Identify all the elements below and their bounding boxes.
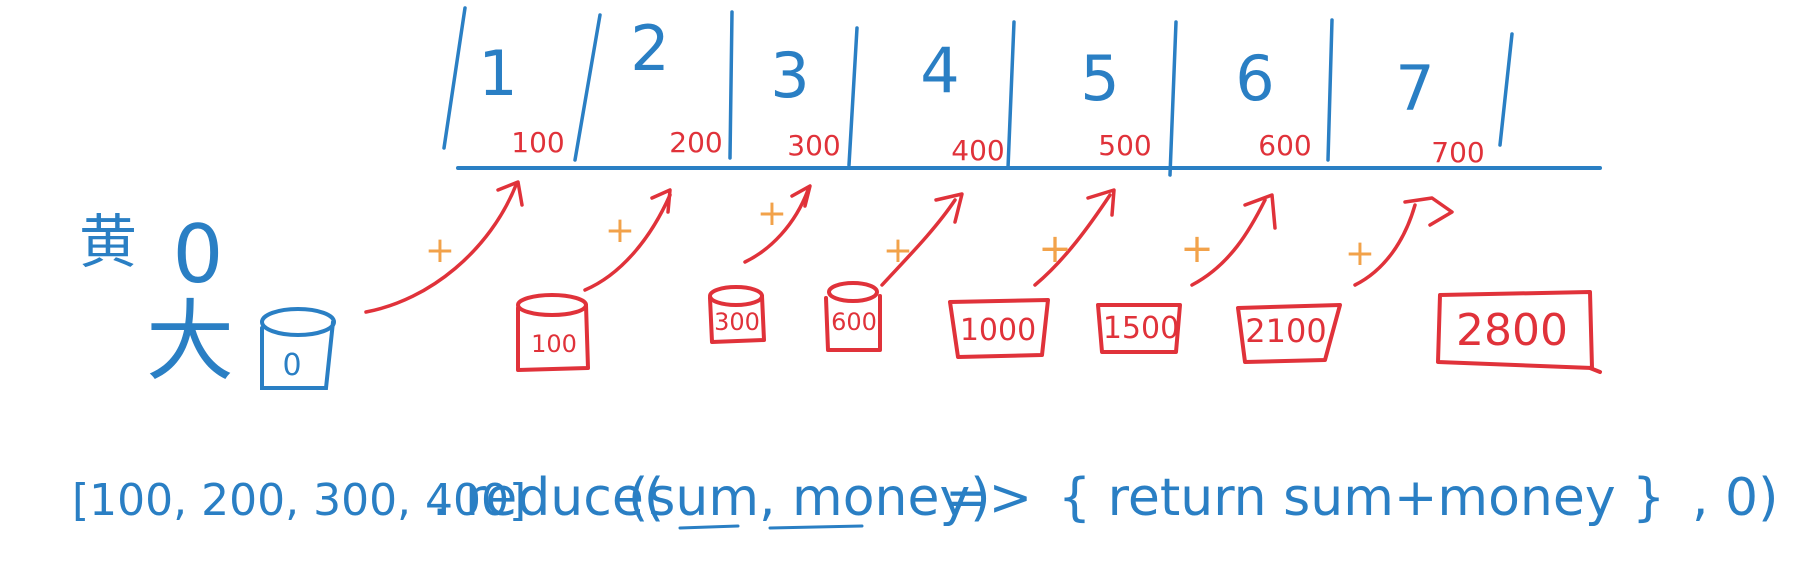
plus-sign: + [883,230,913,271]
accumulate-arrow [1353,203,1417,287]
accumulation-arrows [364,180,1454,314]
arrowhead [650,188,672,214]
timeline-divider [847,26,859,167]
initial-bucket-rim [260,307,336,337]
left-bottom-glyph: 大 [146,290,234,393]
arrowhead [1243,193,1277,230]
bucket-box [1096,303,1182,354]
code-arrow: => [945,468,1032,528]
slot-amount: 600 [1258,129,1311,162]
code-body: { return sum+money } [1058,468,1665,528]
bucket-value: 2100 [1245,312,1326,350]
accumulate-arrow [583,193,672,292]
plus-sign: + [1345,233,1375,274]
plus-signs: + + + + + + + [425,193,1375,274]
plus-sign: + [605,210,635,251]
arrowhead [934,192,964,224]
bucket-value: 600 [831,308,877,336]
initial-bucket: 0 [260,307,336,390]
slot-amount: 300 [787,129,840,162]
initial-bucket-body [260,320,335,390]
slot-number: 3 [770,39,809,112]
running-total-buckets [516,281,1602,374]
plus-sign: + [1180,226,1214,272]
bucket-value: 300 [714,308,760,336]
plus-sign: + [1038,226,1072,272]
timeline-divider [442,6,467,150]
slot-amount: 500 [1098,129,1151,162]
slot-amount: 200 [669,126,722,159]
arrowhead [1086,188,1116,217]
slot-amount: 100 [511,126,564,159]
bucket-value: 1000 [960,313,1036,348]
timeline-divider [1498,32,1514,147]
bucket-box [948,298,1050,359]
plus-sign: + [757,193,787,234]
underline-money [768,524,864,530]
slot-number: 4 [920,34,959,107]
timeline-divider [728,10,734,160]
arrowhead [790,184,812,208]
timeline [442,6,1602,177]
code-reduce: . reduce( [432,468,664,528]
accumulate-arrow [1190,198,1267,287]
code-params: (sum, money) [628,468,991,528]
left-labels: 黄 0 大 [79,208,234,393]
code-array: [100, 200, 300, 400] [72,475,526,526]
bucket-cylinder [516,293,590,372]
accumulate-arrow [880,198,957,287]
slot-number: 1 [478,37,517,110]
left-top-number: 0 [173,208,224,301]
bucket-value: 2800 [1456,305,1568,356]
accumulate-arrow [1033,193,1112,287]
bucket-value: 1500 [1103,311,1179,346]
left-top-glyph: 黄 [79,208,137,276]
timeline-divider [1006,20,1016,170]
arrowhead [496,180,524,207]
initial-bucket-value: 0 [282,348,301,383]
slot-number: 2 [630,12,669,85]
accumulate-arrow [364,183,518,314]
bucket-box [1436,290,1602,374]
running-total-values: 100 300 600 1000 1500 2100 2800 [531,305,1568,358]
slot-number: 5 [1080,42,1119,115]
plus-sign: + [425,230,455,271]
bucket-cylinder [708,285,766,344]
timeline-divider [573,13,602,162]
underline-sum [678,524,740,530]
bucket-value: 100 [531,330,577,358]
timeline-divider [1168,20,1178,177]
timeline-divider [1326,18,1334,162]
slot-amount: 700 [1431,136,1484,169]
slot-number: 6 [1235,42,1274,115]
slot-labels: 1 2 3 4 5 6 7 100 200 300 400 500 600 70… [478,12,1484,169]
code-tail: , 0) [1692,468,1778,528]
accumulate-arrow [743,188,810,264]
slot-amount: 400 [951,134,1004,167]
arrowhead [1403,196,1454,227]
bucket-cylinder [824,281,882,352]
slot-number: 7 [1395,52,1434,125]
reduce-code-line: [100, 200, 300, 400] . reduce( (sum, mon… [72,468,1778,530]
bucket-box [1236,303,1342,364]
